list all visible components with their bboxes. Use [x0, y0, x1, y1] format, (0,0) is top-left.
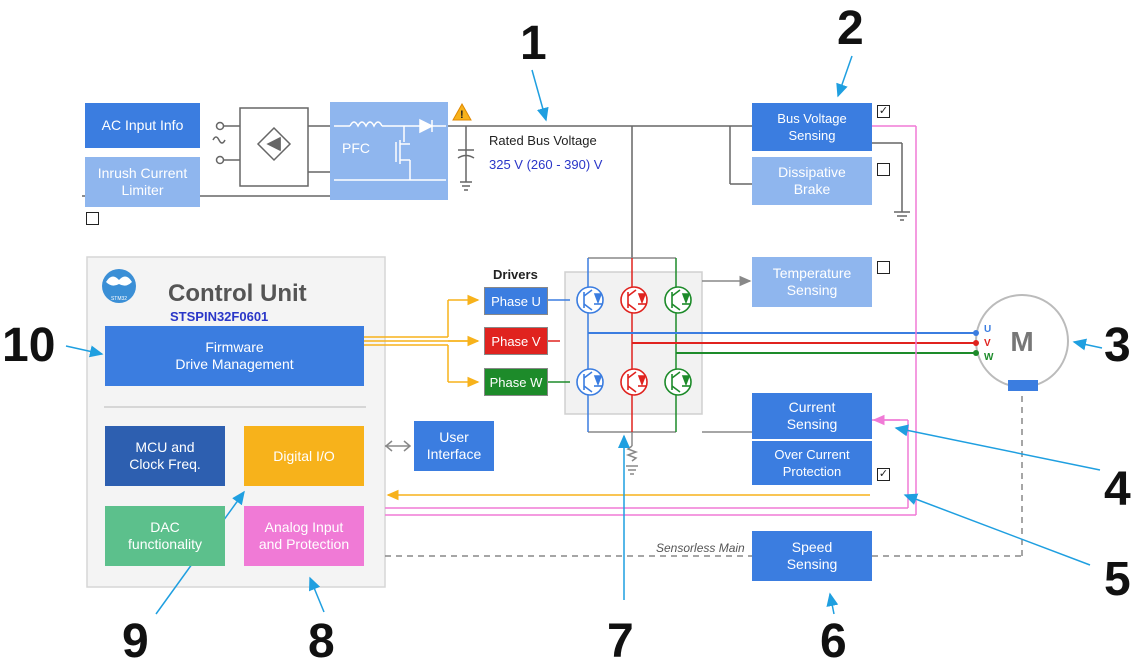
user-interface-block: User Interface	[414, 421, 494, 471]
analog-input-protection-block: Analog Input and Protection	[244, 506, 364, 566]
over-current-protection-block: Over Current Protection	[752, 441, 872, 485]
firmware-drive-management-block: Firmware Drive Management	[105, 326, 364, 386]
sensorless-label: Sensorless Main	[656, 541, 745, 555]
temperature-sensing-block: Temperature Sensing	[752, 257, 872, 307]
svg-text:STM32: STM32	[111, 296, 127, 302]
rated-bus-voltage-label: Rated Bus Voltage	[489, 133, 597, 148]
phase-w-driver: Phase W	[484, 368, 548, 396]
digital-io-block: Digital I/O	[244, 426, 364, 486]
dissipative-brake-block: Dissipative Brake	[752, 157, 872, 205]
pfc-block	[330, 102, 448, 200]
control-unit-part-number: STSPIN32F0601	[170, 309, 269, 324]
callout-7: 7	[607, 615, 634, 668]
motor-label: M	[1010, 326, 1033, 357]
callout-1: 1	[520, 17, 547, 70]
control-unit-title: Control Unit	[168, 280, 307, 307]
power-input-wiring	[82, 107, 910, 258]
ac-input-info-block: AC Input Info	[85, 103, 200, 148]
callout-4: 4	[1104, 463, 1131, 516]
phase-u-driver: Phase U	[484, 287, 548, 315]
motor-phase-u: U	[984, 324, 991, 335]
current-sensing-block: Current Sensing	[752, 393, 872, 439]
callout-3: 3	[1104, 319, 1131, 372]
callout-10: 10	[2, 319, 56, 372]
callout-2: 2	[837, 2, 864, 55]
bus-voltage-checkbox[interactable]: ✓	[877, 105, 890, 118]
bus-voltage-sensing-block: Bus Voltage Sensing	[752, 103, 872, 151]
inrush-current-limiter-block: Inrush Current Limiter	[85, 157, 200, 207]
bus-voltage-value: 325 V (260 - 390) V	[489, 157, 603, 172]
phase-v-driver: Phase V	[484, 327, 548, 355]
pfc-label: PFC	[342, 140, 370, 156]
svg-text:!: !	[460, 109, 464, 121]
transistor-icons	[576, 286, 692, 396]
drivers-label: Drivers	[493, 267, 538, 282]
callout-8: 8	[308, 615, 335, 668]
motor-phase-w: W	[984, 352, 994, 363]
speed-sensing-block: Speed Sensing	[752, 531, 872, 581]
temperature-checkbox[interactable]	[877, 261, 890, 274]
dissipative-brake-checkbox[interactable]	[877, 163, 890, 176]
callout-6: 6	[820, 615, 847, 668]
inrush-checkbox[interactable]	[86, 212, 99, 225]
warning-icon	[452, 102, 472, 121]
callout-5: 5	[1104, 553, 1131, 606]
dac-functionality-block: DAC functionality	[105, 506, 225, 566]
motor-phase-v: V	[984, 338, 991, 349]
mcu-clock-block: MCU and Clock Freq.	[105, 426, 225, 486]
over-current-checkbox[interactable]: ✓	[877, 468, 890, 481]
callout-9: 9	[122, 615, 149, 668]
